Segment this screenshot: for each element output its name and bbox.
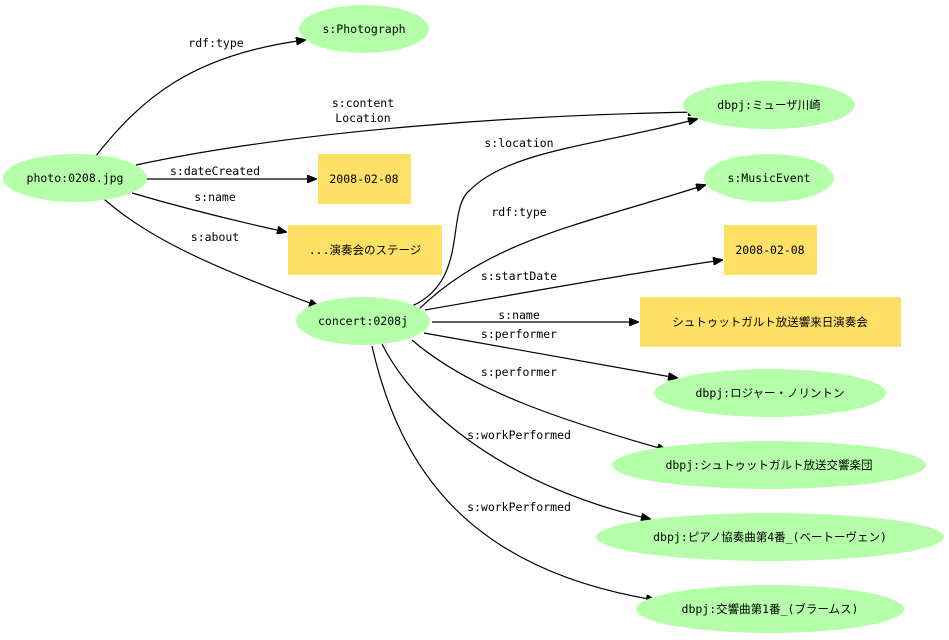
label-work-1: s:workPerformed bbox=[467, 428, 571, 442]
svg-text:dbpj:ロジャー・ノリントン: dbpj:ロジャー・ノリントン bbox=[695, 386, 844, 400]
label-work-2: s:workPerformed bbox=[467, 500, 571, 514]
label-date-created: s:dateCreated bbox=[170, 164, 260, 178]
label-concert-type: rdf:type bbox=[491, 205, 546, 219]
edge-performer-2 bbox=[411, 339, 666, 450]
label-start-date: s:startDate bbox=[481, 269, 557, 283]
edge-performer-1 bbox=[423, 332, 677, 378]
node-beethoven: dbpj:ピアノ協奏曲第4番_(ベートーヴェン) bbox=[596, 513, 944, 561]
edge-work-2 bbox=[371, 345, 655, 600]
node-orchestra: dbpj:シュトゥットガルト放送交響楽団 bbox=[612, 441, 926, 489]
edge-content-location bbox=[135, 112, 697, 166]
label-photo-name: s:name bbox=[194, 190, 236, 204]
edges bbox=[94, 40, 722, 600]
label-performer-1: s:performer bbox=[481, 327, 557, 341]
node-concert: concert:0208j bbox=[296, 297, 430, 345]
edge-start-date bbox=[424, 260, 722, 311]
edge-location bbox=[411, 119, 697, 307]
svg-text:dbpj:ピアノ協奏曲第4番_(ベートーヴェン): dbpj:ピアノ協奏曲第4番_(ベートーヴェン) bbox=[653, 530, 887, 544]
label-performer-2: s:performer bbox=[481, 365, 557, 379]
svg-text:s:MusicEvent: s:MusicEvent bbox=[727, 171, 810, 185]
label-location: s:location bbox=[484, 136, 553, 150]
node-start-date: 2008-02-08 bbox=[724, 225, 817, 275]
svg-text:dbpj:ミューザ川崎: dbpj:ミューザ川崎 bbox=[717, 98, 821, 112]
label-content-location-2: Location bbox=[335, 111, 390, 125]
node-brahms: dbpj:交響曲第1番_(ブラームス) bbox=[636, 585, 904, 633]
label-concert-name: s:name bbox=[498, 308, 540, 322]
svg-text:concert:0208j: concert:0208j bbox=[318, 314, 408, 328]
edge-photo-name bbox=[131, 192, 286, 232]
label-content-location-1: s:content bbox=[332, 96, 394, 110]
svg-text:2008-02-08: 2008-02-08 bbox=[329, 172, 398, 186]
node-concert-name: シュトゥットガルト放送響来日演奏会 bbox=[640, 297, 901, 347]
node-muza: dbpj:ミューザ川崎 bbox=[683, 81, 855, 129]
edge-photo-type bbox=[94, 40, 305, 158]
node-stage: ...演奏会のステージ bbox=[288, 225, 442, 275]
edge-concert-type bbox=[417, 185, 705, 311]
edge-labels: rdf:type s:content Location s:dateCreate… bbox=[170, 36, 571, 514]
nodes: photo:0208.jpg s:Photograph dbpj:ミューザ川崎 … bbox=[3, 5, 944, 633]
label-photo-type: rdf:type bbox=[188, 36, 243, 50]
svg-text:2008-02-08: 2008-02-08 bbox=[735, 243, 804, 257]
edge-work-1 bbox=[381, 343, 650, 519]
edge-about bbox=[103, 198, 318, 306]
svg-text:シュトゥットガルト放送響来日演奏会: シュトゥットガルト放送響来日演奏会 bbox=[672, 315, 868, 329]
svg-text:...演奏会のステージ: ...演奏会のステージ bbox=[309, 243, 422, 257]
svg-text:s:Photograph: s:Photograph bbox=[322, 22, 405, 36]
node-photo: photo:0208.jpg bbox=[3, 154, 147, 202]
svg-text:photo:0208.jpg: photo:0208.jpg bbox=[27, 171, 124, 185]
node-date-created: 2008-02-08 bbox=[318, 154, 411, 204]
label-about: s:about bbox=[191, 230, 239, 244]
node-music-event: s:MusicEvent bbox=[704, 154, 834, 202]
node-norrington: dbpj:ロジャー・ノリントン bbox=[654, 369, 886, 417]
node-photograph: s:Photograph bbox=[299, 5, 429, 53]
svg-text:dbpj:シュトゥットガルト放送交響楽団: dbpj:シュトゥットガルト放送交響楽団 bbox=[665, 458, 872, 472]
svg-text:dbpj:交響曲第1番_(ブラームス): dbpj:交響曲第1番_(ブラームス) bbox=[682, 602, 859, 616]
